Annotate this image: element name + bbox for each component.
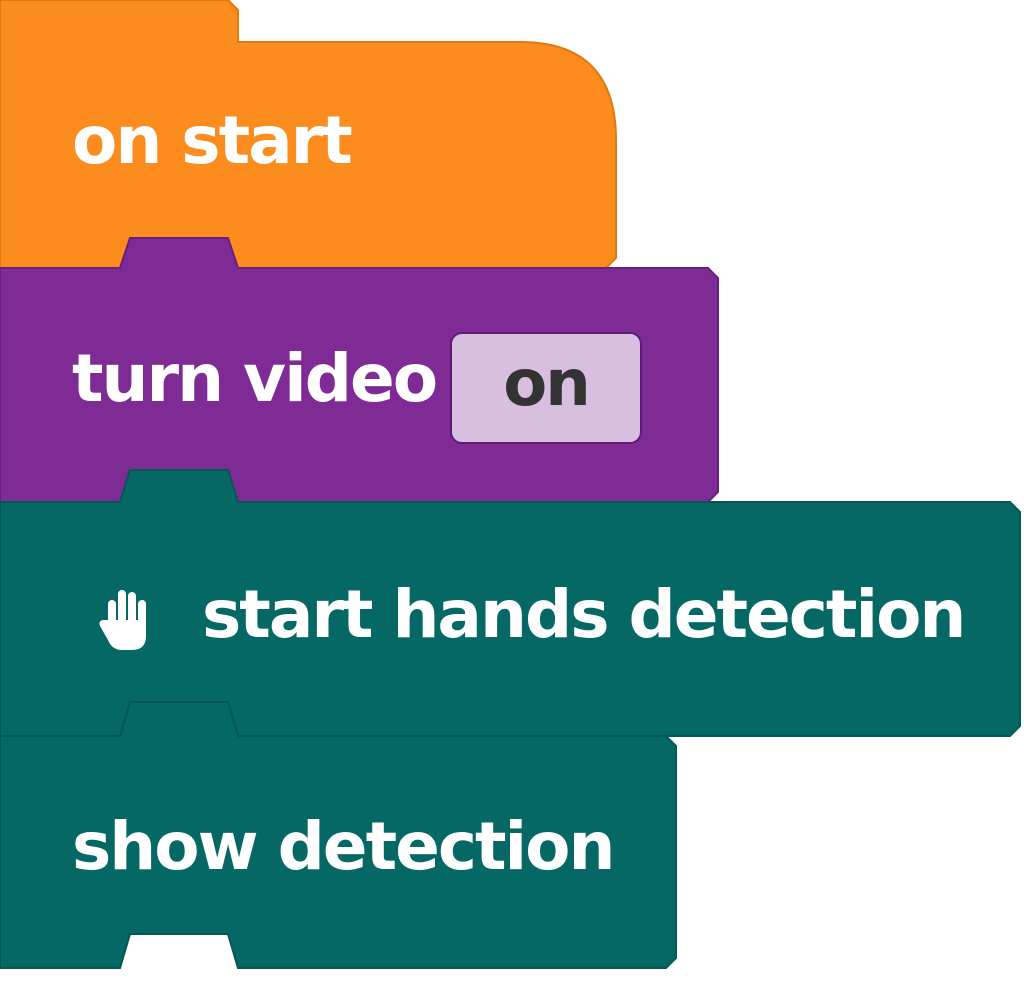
show-detection-block-shape[interactable]	[0, 701, 677, 969]
show-detection-label: show detection	[72, 808, 616, 885]
video-state-value: on	[503, 347, 591, 421]
video-state-dropdown[interactable]: on	[450, 332, 642, 444]
on-start-label: on start	[72, 102, 353, 179]
start-hands-detection-label: start hands detection	[202, 576, 966, 653]
turn-video-label: turn video	[72, 340, 438, 417]
hand-icon	[98, 586, 154, 654]
